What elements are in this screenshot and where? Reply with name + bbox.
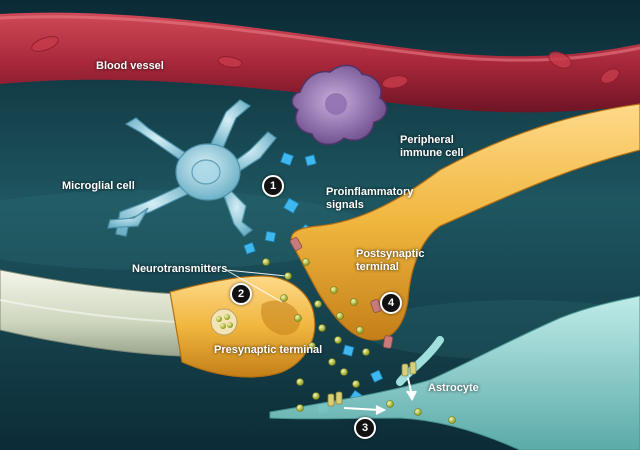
receptors — [289, 237, 394, 349]
neurotransmitters-label: Neurotransmitters — [132, 263, 228, 275]
synaptic-vesicle — [210, 308, 238, 336]
axon-sheath — [0, 269, 181, 357]
peripheral-immune-cell-label: Peripheral immune cell — [400, 134, 464, 159]
proinflammatory-signals-label: Proinflammatory signals — [326, 186, 414, 211]
uptake-arrows — [343, 377, 417, 415]
step-marker-3: 3 — [354, 417, 376, 439]
microglial-cell — [107, 99, 277, 237]
blood-vessel-label: Blood vessel — [96, 60, 164, 72]
astrocyte-label: Astrocyte — [428, 382, 479, 394]
step-marker-2: 2 — [230, 283, 252, 305]
astrocyte-transporters — [327, 361, 417, 407]
neurotransmitters — [262, 258, 456, 424]
astrocyte — [269, 295, 640, 450]
postsynaptic-neuron — [290, 103, 640, 341]
postsynaptic-terminal-label: Postsynaptic terminal — [356, 248, 425, 273]
microglial-cell-label: Microglial cell — [62, 180, 135, 192]
callout-lines — [225, 269, 287, 303]
presynaptic-terminal-label: Presynaptic terminal — [214, 344, 323, 356]
red-blood-cells — [31, 36, 620, 89]
blood-vessel — [0, 12, 640, 113]
step-marker-4: 4 — [380, 292, 402, 314]
step-marker-1: 1 — [262, 175, 284, 197]
